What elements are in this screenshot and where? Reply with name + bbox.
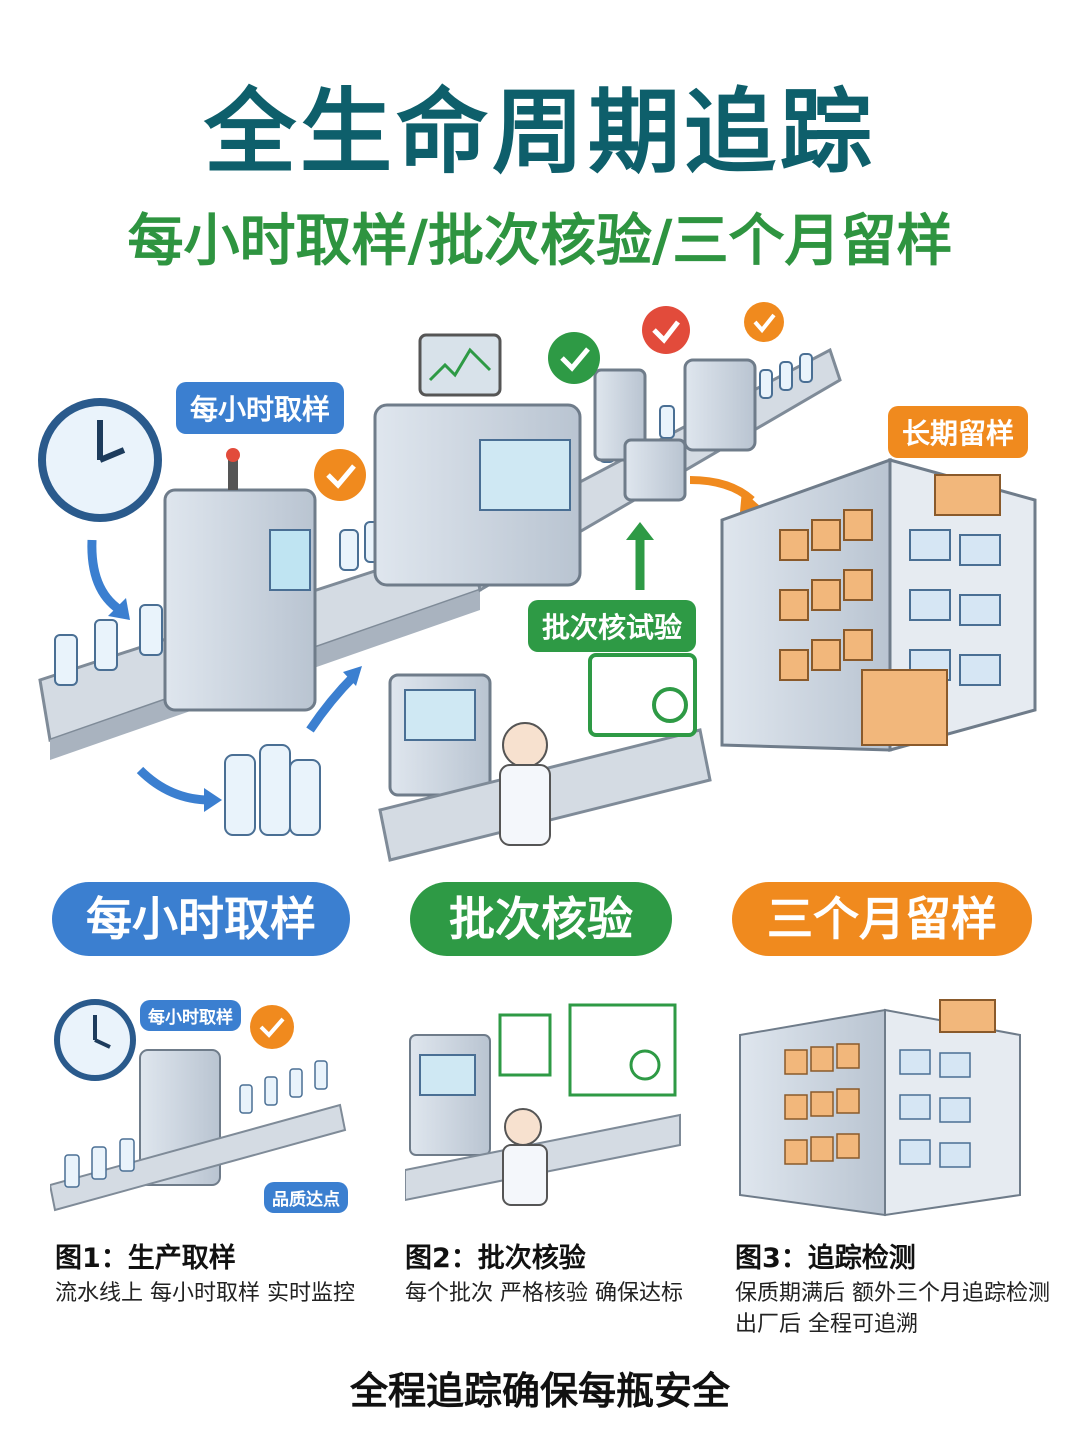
technician	[504, 1108, 542, 1146]
caption-text-2: 每个批次 严格核验 确保达标	[405, 1281, 683, 1306]
main-illustration	[38, 302, 1037, 862]
check-pin-icon	[314, 449, 366, 501]
caption-text-3a: 保质期满后 额外三个月追踪检测	[735, 1281, 1050, 1306]
clipboard-icon	[498, 1013, 552, 1077]
technician	[502, 722, 548, 768]
check-pin-icon	[548, 332, 600, 384]
bubble-long-term-storage: 长期留样	[888, 406, 1029, 458]
footer-slogan: 全程追踪确保每瓶安全	[349, 1369, 730, 1413]
flow-arrow-icon	[87, 539, 123, 614]
check-pin-icon	[744, 302, 784, 342]
certificate-icon	[588, 653, 697, 737]
thumb1-bubble-hourly: 每小时取样	[140, 1000, 241, 1031]
caption-text-3b: 出厂后 全程可追溯	[735, 1312, 918, 1337]
pill-hourly-sampling: 每小时取样	[52, 882, 350, 956]
page-subtitle: 每小时取样/批次核验/三个月留样	[127, 209, 953, 274]
check-pin-icon	[250, 1005, 294, 1049]
thumbnail-tracking-storage	[739, 999, 1021, 1217]
clock-icon	[38, 398, 162, 522]
caption-title-3: 图3：追踪检测	[735, 1243, 916, 1274]
bubble-batch-test: 批次核试验	[528, 600, 697, 652]
caption-title-1: 图1：生产取样	[55, 1243, 236, 1274]
sampling-machine	[163, 488, 317, 712]
box-icon	[934, 474, 1001, 516]
certificate-icon	[568, 1003, 677, 1097]
sample-bottles	[224, 744, 321, 836]
bubble-hourly-sampling: 每小时取样	[176, 382, 345, 434]
page-title: 全生命周期追踪	[203, 79, 876, 186]
check-pin-icon	[642, 306, 690, 354]
thumbnail-production-sampling	[50, 999, 347, 1212]
box-icon	[939, 999, 996, 1033]
caption-title-2: 图2：批次核验	[405, 1243, 586, 1274]
thumbnail-batch-verification	[405, 1003, 681, 1206]
pill-batch-verification: 批次核验	[410, 882, 672, 956]
box-icon	[861, 669, 948, 746]
pill-three-month-retention: 三个月留样	[732, 882, 1032, 956]
thumb1-tag-quality: 品质达点	[264, 1182, 348, 1213]
caption-text-1: 流水线上 每小时取样 实时监控	[55, 1281, 355, 1306]
